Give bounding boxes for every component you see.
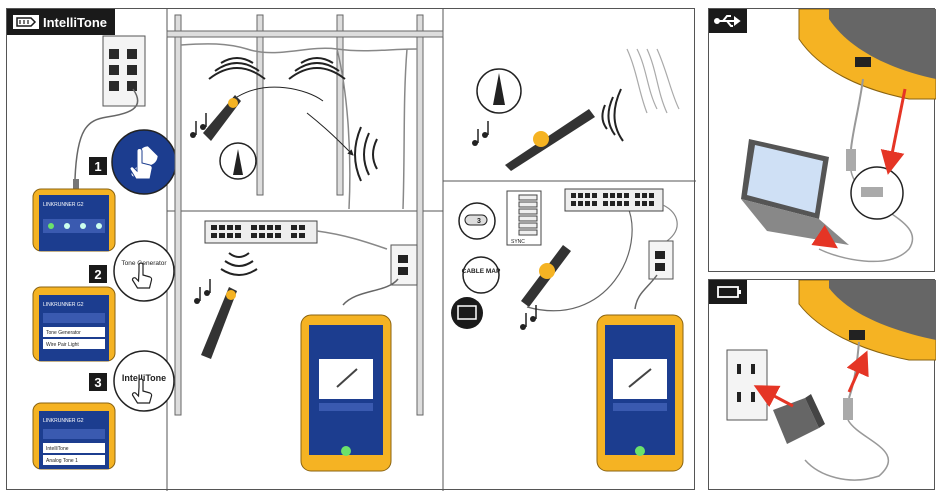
cable-map-button[interactable] (462, 256, 500, 294)
tester-device-step-2: LINKRUNNER G2 Tone Generator Wire Pair L… (32, 286, 116, 362)
tester-device-step-3: LINKRUNNER G2 IntelliTone Analog Tone 1 (32, 402, 116, 470)
menu-item-wire-pair-light[interactable]: Wire Pair Light (46, 342, 79, 348)
tester-device-large (596, 314, 684, 472)
charger-connection-svg (709, 280, 936, 481)
tap-hand-icon (129, 148, 153, 180)
music-note-icon (190, 113, 207, 138)
tester-device-large (300, 314, 392, 472)
menu-item-analog-tone[interactable]: Analog Tone 1 (46, 458, 78, 464)
tester-device-corner (798, 9, 936, 100)
patch-panel (204, 220, 318, 244)
step-2-badge (89, 265, 107, 283)
wall-jack (648, 240, 674, 280)
tone-generator-callout-label: Tone Generator (121, 260, 167, 267)
usb-connection-svg (709, 9, 936, 263)
wall-jack-plate (74, 35, 146, 180)
step-1-number: 1 (94, 159, 101, 174)
menu-item-tone-generator[interactable]: Tone Generator (46, 330, 81, 336)
usb-connection-panel (708, 8, 936, 272)
tap-hand-icon (131, 378, 153, 404)
tone-wave-icon (601, 88, 624, 142)
wall-outlet (726, 349, 768, 421)
step-3-number: 3 (94, 375, 101, 390)
main-diagram-panel: IntelliTone 1 LINKRUNNER G2 (6, 8, 696, 491)
step-3-badge (89, 373, 107, 391)
tone-wave-icon (220, 252, 258, 276)
tap-hand-icon (131, 262, 153, 289)
laptop-computer (741, 139, 849, 245)
sync-label: SYNC (511, 239, 525, 245)
intellitone-probe (521, 245, 571, 307)
music-note-icon (472, 121, 489, 146)
ac-adapter (773, 394, 825, 444)
tester-brand: LINKRUNNER G2 (43, 418, 84, 424)
patch-panel (564, 188, 664, 212)
menu-item-intellitone[interactable]: IntelliTone (46, 446, 69, 452)
cable-bundle (626, 48, 680, 114)
intellitone-probe (505, 109, 595, 171)
step-1-badge (89, 157, 107, 175)
ceiling-structure (166, 14, 444, 416)
intellitone-callout[interactable] (113, 350, 175, 412)
tester-device-step-1: LINKRUNNER G2 (32, 179, 116, 252)
intellitone-callout-label: IntelliTone (122, 373, 166, 383)
charger-connection-panel (708, 279, 936, 490)
usb-icon (714, 15, 741, 27)
intellitone-probe (203, 95, 241, 141)
tone-generator-callout[interactable] (113, 240, 175, 302)
tester-device-corner (798, 280, 936, 361)
wall-jack (390, 244, 418, 286)
led-number: 3 (477, 218, 481, 225)
music-note-icon (520, 305, 537, 330)
rj45-port-icon (451, 297, 483, 329)
cable-map-label: CABLE MAP (462, 268, 501, 275)
music-note-icon (194, 279, 211, 304)
led-panel: SYNC (506, 190, 542, 246)
battery-icon (717, 286, 741, 298)
intellitone-probe (201, 287, 237, 359)
network-cable-icon (13, 15, 39, 29)
header-title: IntelliTone (43, 15, 107, 30)
tester-brand: LINKRUNNER G2 (43, 302, 84, 308)
main-diagram-svg: IntelliTone 1 LINKRUNNER G2 (7, 9, 696, 491)
tester-brand: LINKRUNNER G2 (43, 202, 84, 208)
step-2-number: 2 (94, 267, 101, 282)
